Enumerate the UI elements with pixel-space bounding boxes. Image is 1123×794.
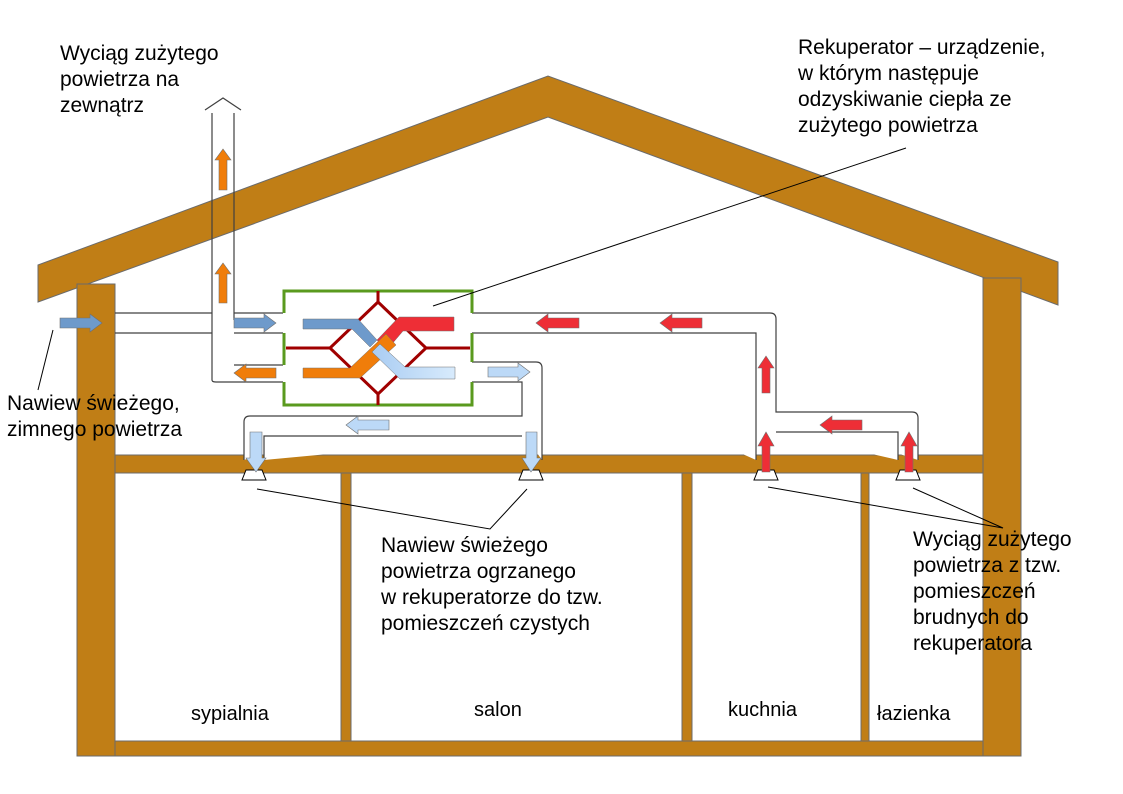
arrow-exhaust-up-2 [214,262,232,304]
room-label-kuchnia: kuchnia [728,699,797,721]
arrow-stale-left-2 [659,313,703,333]
diffusers [241,469,921,481]
room-label-sypialnia: sypialnia [191,703,269,725]
arrow-stale-left-1 [535,313,580,333]
right-wall [982,277,1022,757]
arrow-exhaust-left [233,363,277,383]
label-dirty-rooms-extract: Wyciąg zużytego powietrza z tzw. pomiesz… [913,528,1072,655]
flow-bands [302,316,456,380]
arrow-stale-up-1 [757,355,775,394]
band-fresh-cold [302,318,378,348]
partition-2 [681,472,693,742]
label-fresh-intake: Nawiew świeżego, zimnego powietrza [7,392,183,441]
recuperator-unit [282,289,474,407]
heat-exchanger [286,291,470,405]
partition-3 [860,472,870,742]
leader-recuperator [432,147,907,307]
diffuser-sypialnia [241,469,267,481]
leader-dirty-extract [767,486,1004,529]
leader-fresh-intake [37,329,54,391]
stale-return-duct [472,312,919,460]
warm-supply-duct [243,361,543,460]
room-label-lazienka: łazienka [877,703,951,725]
leader-lines [37,147,1004,530]
arrow-fresh-intake-2 [233,313,277,333]
arrow-fresh-intake-1 [59,313,103,333]
ducts [115,97,919,460]
band-fresh-warm [371,343,456,380]
roof [37,75,1059,306]
arrow-supply-down-2 [521,431,542,473]
chimney-cap [204,97,242,111]
label-recuperator: Rekuperator – urządzenie, w którym nastę… [798,36,1046,137]
diffuser-salon [518,469,544,481]
fresh-intake-duct [115,312,283,334]
arrow-stale-left-3 [819,415,863,435]
exhaust-chimney-duct [211,113,283,383]
arrow-supply-right [487,362,531,382]
room-label-salon: salon [474,699,522,721]
arrow-supply-down-1 [245,431,267,473]
arrow-supply-left [345,415,390,435]
flow-arrows [59,148,918,473]
leader-clean-supply [256,488,528,530]
left-wall [76,283,116,757]
floor-beam [114,740,984,757]
label-exhaust-outside: Wyciąg zużytego powietrza na zewnątrz [60,42,219,117]
arrow-stale-up-2 [757,431,775,473]
label-clean-rooms-supply: Nawiew świeżego powietrza ogrzanego w re… [381,534,603,635]
arrow-exhaust-up-1 [214,148,232,191]
arrow-stale-up-3 [900,431,918,473]
partition-1 [340,472,352,742]
